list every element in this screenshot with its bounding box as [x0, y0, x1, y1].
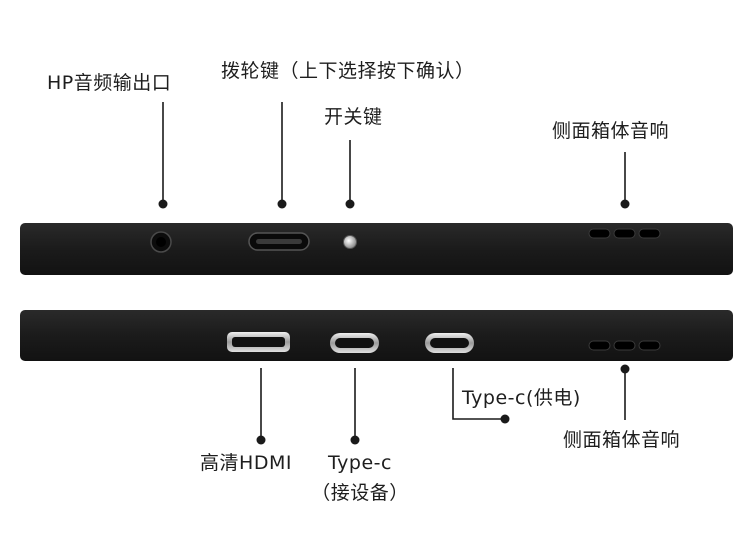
typec-power-port-icon [425, 333, 474, 353]
label-typec-data-line1: Type-c [328, 452, 392, 474]
label-speaker-bottom: 侧面箱体音响 [563, 429, 681, 451]
label-typec-data-line2: （接设备） [311, 482, 409, 504]
label-hp-out: HP音频输出口 [47, 72, 172, 94]
device-bottom-edge [20, 310, 733, 361]
label-speaker-top: 侧面箱体音响 [552, 120, 670, 142]
leader-scroll-key [277, 102, 287, 209]
label-typec-power: Type-c(供电) [462, 387, 581, 409]
speaker-grille-top-icon [588, 228, 661, 239]
typec-data-port-icon [330, 333, 379, 353]
label-scroll-key: 拨轮键（上下选择按下确认） [221, 60, 475, 82]
device-top-edge [20, 223, 733, 275]
leader-power-key [345, 140, 355, 209]
leader-hp-out [158, 102, 168, 209]
hdmi-port-icon [227, 332, 290, 352]
label-hdmi: 高清HDMI [200, 452, 292, 474]
headphone-jack-icon [150, 231, 172, 253]
leader-speaker-top [620, 152, 630, 209]
leader-typec-data [350, 368, 360, 445]
scroll-wheel-key-icon [248, 232, 310, 251]
leader-hdmi [256, 368, 266, 445]
label-power-key: 开关键 [324, 106, 383, 128]
speaker-grille-bottom-icon [588, 340, 661, 351]
leader-typec-power [452, 368, 510, 424]
power-key-icon [343, 235, 357, 249]
leader-speaker-bottom [620, 364, 630, 420]
